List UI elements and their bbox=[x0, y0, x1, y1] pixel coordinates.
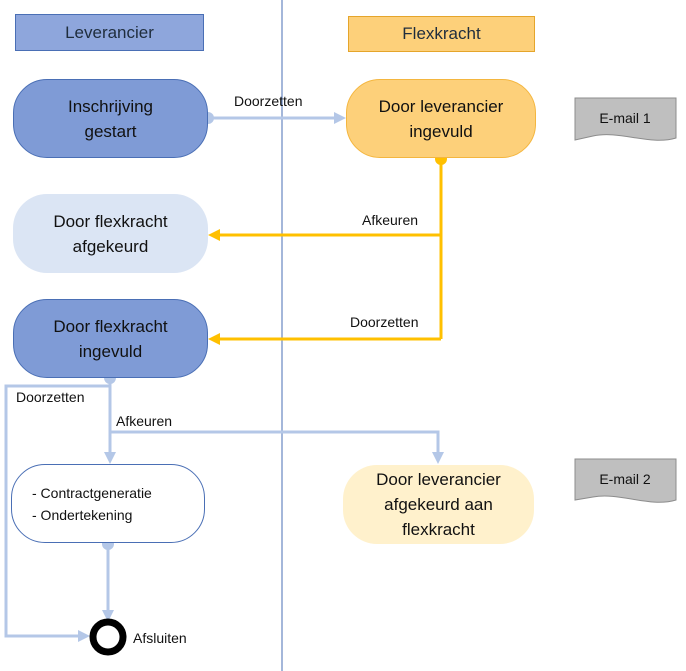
node-label: Door flexkracht ingevuld bbox=[53, 316, 168, 361]
node-door-flexkracht-afgekeurd: Door flexkracht afgekeurd bbox=[13, 194, 208, 273]
node-inschrijving-gestart: Inschrijving gestart bbox=[13, 79, 208, 158]
edge-contract-afsluiten bbox=[102, 538, 114, 622]
document-email-1-label: E-mail 1 bbox=[599, 110, 651, 126]
document-email-2 bbox=[574, 458, 677, 503]
document-email-2-label: E-mail 2 bbox=[599, 471, 651, 487]
node-label: Door flexkracht afgekeurd bbox=[53, 211, 168, 256]
edge-label-doorzetten-1: Doorzetten bbox=[234, 93, 303, 109]
node-label: Door leverancier ingevuld bbox=[378, 96, 504, 141]
node-door-leverancier-afgekeurd: Door leverancier afgekeurd aan flexkrach… bbox=[343, 465, 534, 544]
end-node-circle bbox=[89, 618, 127, 656]
edge-blue-branches bbox=[4, 372, 444, 642]
contract-step-ondertekening: - Ondertekening bbox=[32, 506, 133, 523]
node-label: Door leverancier afgekeurd aan flexkrach… bbox=[376, 470, 501, 539]
node-contract-steps: - Contractgeneratie - Ondertekening bbox=[11, 464, 205, 543]
edge-doorzetten-1 bbox=[202, 112, 346, 124]
edge-label-afkeuren-1: Afkeuren bbox=[362, 212, 419, 228]
edge-label-afkeuren-2: Afkeuren bbox=[116, 413, 173, 429]
node-door-flexkracht-ingevuld: Door flexkracht ingevuld bbox=[13, 299, 208, 378]
contract-step-contractgeneratie: - Contractgeneratie bbox=[32, 484, 152, 501]
lane-header-flexkracht: Flexkracht bbox=[348, 16, 535, 52]
lane-header-flexkracht-label: Flexkracht bbox=[402, 24, 481, 43]
node-label: Inschrijving gestart bbox=[67, 96, 154, 141]
document-email-1 bbox=[574, 97, 677, 141]
node-door-leverancier-ingevuld: Door leverancier ingevuld bbox=[346, 79, 536, 158]
edge-label-doorzetten-2: Doorzetten bbox=[350, 314, 419, 330]
edge-label-doorzetten-3: Doorzetten bbox=[16, 389, 85, 405]
end-node-label: Afsluiten bbox=[133, 630, 187, 646]
lane-header-leverancier-label: Leverancier bbox=[65, 22, 154, 42]
lane-header-leverancier: Leverancier bbox=[15, 14, 204, 51]
